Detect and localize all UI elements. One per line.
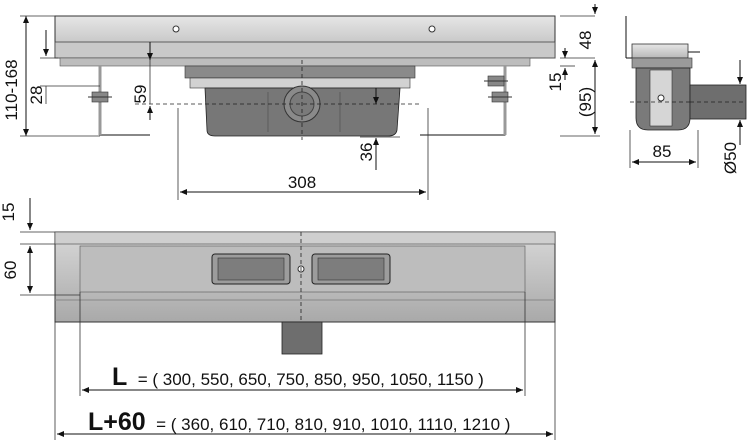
side-view: 308 36 59 28 110-168 48 15 (95) [2,4,600,200]
dim-15-left: 15 [0,203,18,222]
dim-59: 59 [131,85,150,104]
dim-28: 28 [27,86,46,105]
dim-95: (95) [576,87,595,117]
dim-60: 60 [1,261,20,280]
dim-85: 85 [653,142,672,161]
bolt-icon [484,75,512,103]
end-view: 85 Ø50 [625,16,747,174]
plan-view: 15 60 L = ( 300, 550, 650, 750, 850, 950… [0,198,556,440]
dim-15-right: 15 [546,73,565,92]
length-L60-values: = ( 360, 610, 710, 810, 910, 1010, 1110,… [156,415,510,434]
dim-diameter-50: Ø50 [721,142,740,174]
dim-308: 308 [288,173,316,192]
bolt-icon [88,91,112,103]
dim-36: 36 [357,143,376,162]
length-L-label: L [112,363,127,391]
length-L60-row: L+60 = ( 360, 610, 710, 810, 910, 1010, … [88,408,510,436]
length-L-values: = ( 300, 550, 650, 750, 850, 950, 1050, … [138,370,484,389]
dim-48: 48 [576,31,595,50]
length-L60-label: L+60 [88,408,146,436]
length-L-row: L = ( 300, 550, 650, 750, 850, 950, 1050… [112,363,484,391]
dim-110-168: 110-168 [2,59,21,120]
